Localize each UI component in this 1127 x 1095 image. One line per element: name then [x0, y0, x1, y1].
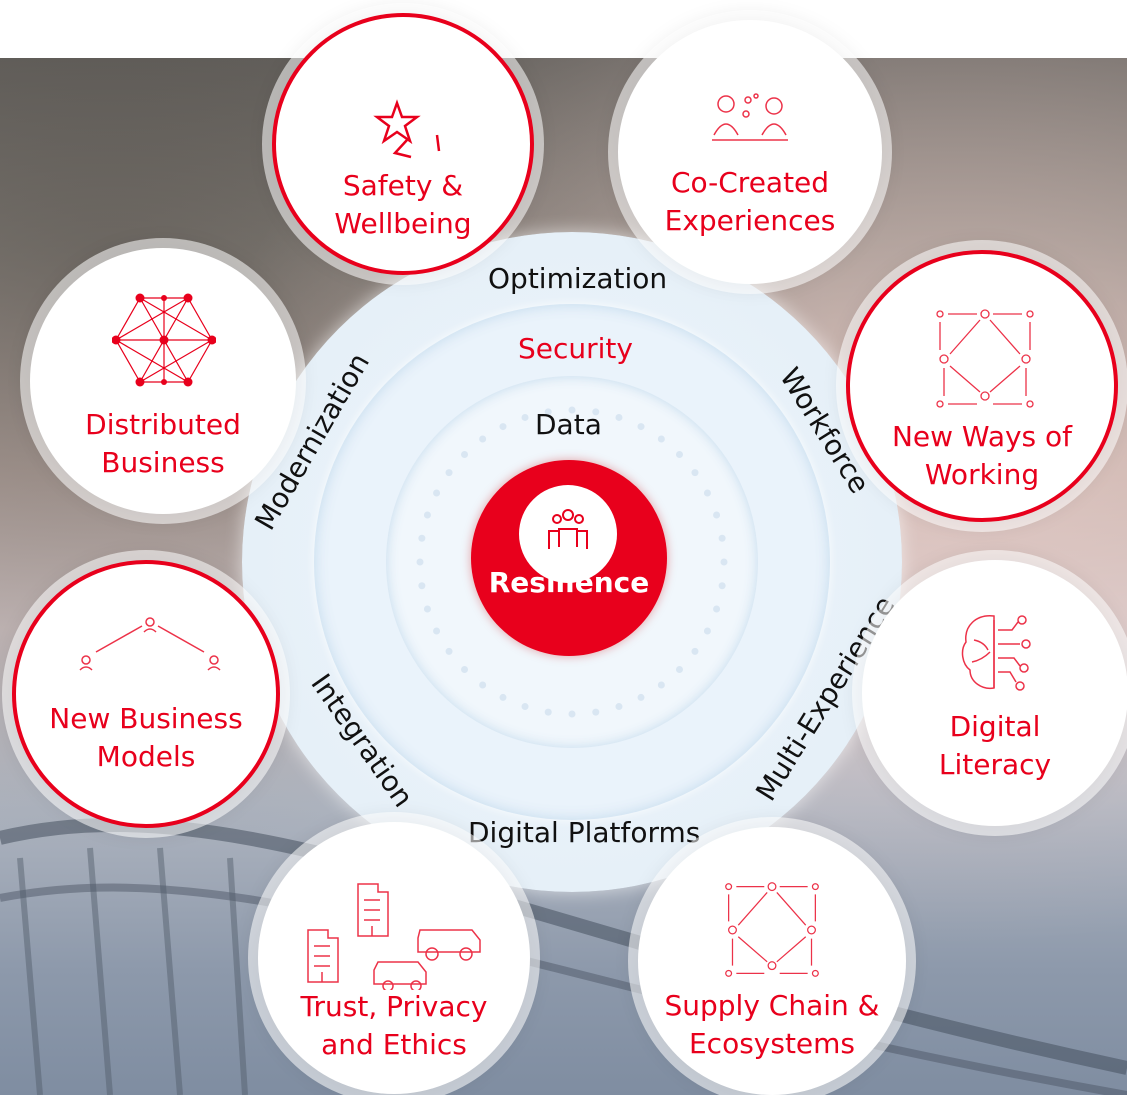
ring-dot	[615, 413, 623, 421]
node-trust-privacy-ethics: Trust, Privacy and Ethics	[258, 822, 530, 1094]
ring-dot	[418, 534, 426, 542]
brain-circuit-icon	[961, 615, 1031, 691]
ring-dot	[521, 413, 529, 421]
ring-dot	[423, 511, 431, 519]
ring-dot	[691, 647, 699, 655]
ring-dot	[461, 451, 469, 459]
node-supply-chain-ecosystems: Supply Chain & Ecosystems	[638, 827, 906, 1095]
ring-dot	[521, 703, 529, 711]
node-label-line2: Experiences	[664, 204, 836, 237]
ring-dot	[479, 435, 487, 443]
ring-dot	[433, 627, 441, 635]
ring-dot	[592, 408, 600, 416]
node-label-line2: Literacy	[938, 748, 1052, 781]
ring-dot	[675, 451, 683, 459]
ring-dot	[703, 627, 711, 635]
people-group-icon	[519, 485, 617, 583]
network-people-icon	[936, 309, 1034, 408]
ring-dot	[675, 665, 683, 673]
ring-dot	[499, 423, 507, 431]
ring-dot	[418, 582, 426, 590]
ring-dot	[720, 558, 728, 566]
ring-dot	[713, 511, 721, 519]
ring-dot	[568, 710, 576, 718]
ring-dot	[637, 693, 645, 701]
ring-dot	[499, 693, 507, 701]
ring-dot	[657, 435, 665, 443]
ring-label-digital-platforms: Digital Platforms	[468, 816, 701, 849]
node-label-line1: Trust, Privacy	[300, 990, 488, 1023]
node-label-line1: Supply Chain &	[664, 989, 880, 1022]
ring-label-optimization: Optimization	[488, 262, 668, 295]
node-label-line1: Co-Created	[670, 166, 830, 199]
ring-dot	[657, 681, 665, 689]
dotted-ring	[416, 406, 728, 718]
ring-dot	[713, 605, 721, 613]
ring-label-data: Data	[535, 408, 602, 441]
node-new-business-models: New Business Models	[12, 560, 280, 828]
ring-dot	[544, 708, 552, 716]
node-digital-literacy: Digital Literacy	[862, 560, 1127, 826]
node-distributed-business: Distributed Business	[30, 248, 296, 514]
ring-dot	[615, 703, 623, 711]
people-link-icon	[79, 617, 221, 671]
node-label-line1: Distributed	[85, 408, 241, 441]
ring-dot	[691, 469, 699, 477]
ring-dot	[718, 582, 726, 590]
ring-dot	[445, 469, 453, 477]
node-label-line2: Business	[101, 446, 225, 479]
node-label-line2: and Ethics	[321, 1028, 467, 1061]
node-label-line2: Wellbeing	[334, 207, 472, 240]
buildings-cars-icon	[307, 883, 481, 990]
node-new-ways-of-working: New Ways of Working	[846, 250, 1118, 522]
ring-dot	[461, 665, 469, 673]
ring-dot	[433, 489, 441, 497]
ring-dot	[592, 708, 600, 716]
node-label-line1: Digital	[949, 710, 1041, 743]
ring-label-security: Security	[518, 332, 633, 365]
ring-dot	[703, 489, 711, 497]
ring-dot	[479, 681, 487, 689]
node-label-line2: Ecosystems	[688, 1027, 856, 1060]
node-label-line1: New Business	[49, 702, 243, 735]
ring-dot	[637, 423, 645, 431]
hexagon-network-icon	[112, 293, 216, 387]
ring-dot	[718, 534, 726, 542]
ring-dot	[568, 406, 576, 414]
center-label: Resilience	[488, 566, 650, 599]
network-people-icon	[725, 882, 819, 977]
ring-dot	[544, 408, 552, 416]
node-label-line2: Models	[96, 740, 196, 773]
ring-dot	[445, 647, 453, 655]
ring-dot	[423, 605, 431, 613]
node-label-line1: Safety &	[342, 169, 464, 202]
node-co-created-experiences: Co-Created Experiences	[618, 20, 882, 284]
node-label-line1: New Ways of	[891, 420, 1073, 453]
node-label-line2: Working	[924, 458, 1040, 491]
ring-dot	[416, 558, 424, 566]
collaboration-icon	[712, 93, 788, 141]
node-safety-wellbeing: Safety & Wellbeing	[272, 13, 534, 275]
star-figure-icon	[373, 99, 441, 159]
